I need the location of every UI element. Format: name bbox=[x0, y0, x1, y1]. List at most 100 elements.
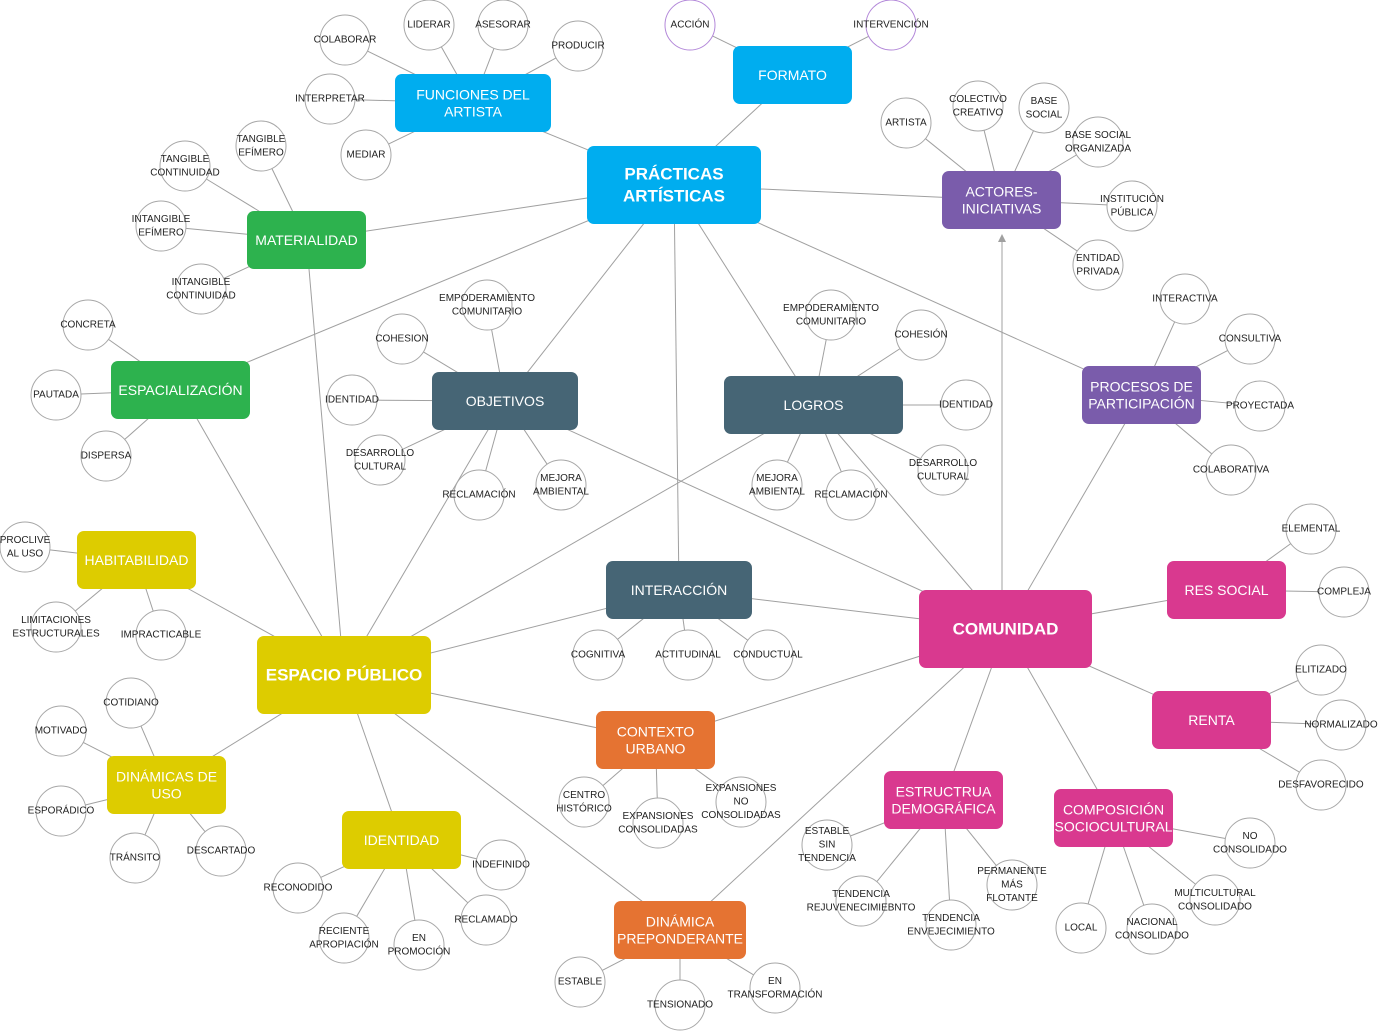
leaf-label: CONTINUIDAD bbox=[166, 290, 235, 301]
leaf-circle bbox=[632, 797, 684, 849]
leaf-label: EXPANSIONES bbox=[706, 783, 777, 794]
leaf-m-intangible-continuidad: INTANGIBLE CONTINUIDAD bbox=[166, 263, 236, 315]
node-label: ESTRUCTRUA bbox=[896, 784, 992, 800]
leaf-label: COLABORAR bbox=[314, 35, 377, 46]
node-actores: ACTORES-INICIATIVAS bbox=[942, 171, 1061, 229]
leaf-id-indefinido: INDEFINIDO bbox=[472, 839, 530, 891]
leaf-circle bbox=[30, 601, 82, 653]
leaf-label: ELEMENTAL bbox=[1282, 524, 1341, 535]
node-label: COMPOSICIÓN bbox=[1063, 802, 1164, 818]
leaf-circle bbox=[318, 912, 370, 964]
leaf-label: LOCAL bbox=[1065, 923, 1098, 934]
leaf-label: TENDENCIA bbox=[798, 853, 856, 864]
node-box bbox=[884, 771, 1003, 829]
leaf-label: REJUVENECIMIEBNTO bbox=[807, 902, 916, 913]
leaf-f-mediar: MEDIAR bbox=[340, 129, 392, 181]
leaf-circle bbox=[35, 785, 87, 837]
leaf-label: ESPORÁDICO bbox=[28, 804, 95, 817]
leaf-label: DESARROLLO bbox=[346, 448, 415, 459]
leaf-o-identidad: IDENTIDAD bbox=[325, 374, 379, 426]
leaf-label: AL USO bbox=[7, 548, 44, 559]
leaf-circle bbox=[835, 875, 887, 927]
leaf-i-actitudinal: ACTITUDINAL bbox=[655, 629, 721, 681]
leaf-circle bbox=[940, 379, 992, 431]
node-label: OBJETIVOS bbox=[466, 393, 545, 409]
node-box bbox=[432, 372, 578, 430]
leaf-circle bbox=[135, 609, 187, 661]
node-box bbox=[614, 901, 746, 959]
leaf-label: COLECTIVO bbox=[949, 94, 1007, 105]
leaf-label: CULTURAL bbox=[917, 471, 969, 482]
leaf-re-normalizado: NORMALIZADO bbox=[1304, 699, 1378, 751]
leaf-p-proyectada: PROYECTADA bbox=[1226, 380, 1294, 432]
leaf-circle bbox=[340, 129, 392, 181]
leaf-label: MÁS bbox=[1001, 878, 1023, 891]
node-label: IDENTIDAD bbox=[364, 832, 439, 848]
node-espacializacion: ESPACIALIZACIÓN bbox=[111, 361, 250, 419]
leaf-circle bbox=[354, 434, 406, 486]
node-label: USO bbox=[151, 786, 181, 802]
leaf-circle bbox=[1159, 273, 1211, 325]
leaf-f-producir: PRODUCIR bbox=[551, 20, 605, 72]
leaf-label: COTIDIANO bbox=[103, 698, 159, 709]
node-ressocial: RES SOCIAL bbox=[1167, 561, 1286, 619]
edge-comunidad-dinamica-pre bbox=[679, 628, 1006, 931]
leaf-f-colaborar: COLABORAR bbox=[314, 14, 377, 66]
node-espacio: ESPACIO PÚBLICO bbox=[257, 636, 431, 714]
leaf-label: LIDERAR bbox=[407, 20, 450, 31]
leaf-label: EMPODERAMIENTO bbox=[439, 293, 535, 304]
leaf-circle bbox=[1315, 699, 1367, 751]
leaf-label: RECLAMACIÓN bbox=[442, 488, 515, 501]
leaf-circle bbox=[1295, 759, 1347, 811]
leaf-circle bbox=[105, 677, 157, 729]
node-label: CONTEXTO bbox=[617, 724, 695, 740]
leaf-circle bbox=[1234, 380, 1286, 432]
leaf-circle bbox=[1285, 503, 1337, 555]
leaf-label: ACCIÓN bbox=[671, 18, 710, 31]
leaf-circle bbox=[1126, 903, 1178, 955]
leaf-label: ESTRUCTURALES bbox=[12, 628, 100, 639]
leaf-label: ARTISTA bbox=[885, 118, 927, 129]
leaf-f-interpretar: INTERPRETAR bbox=[295, 73, 365, 125]
leaf-circle bbox=[925, 899, 977, 951]
node-box bbox=[247, 211, 366, 269]
leaf-circle bbox=[1106, 180, 1158, 232]
edge-objetivos-comunidad bbox=[504, 400, 1006, 630]
leaf-circle bbox=[554, 956, 606, 1008]
node-label: ESPACIO PÚBLICO bbox=[266, 666, 422, 685]
leaf-label: RECLAMADO bbox=[454, 915, 518, 926]
leaf-re-desfavorecido: DESFAVORECIDO bbox=[1278, 759, 1364, 811]
leaf-cs-local: LOCAL bbox=[1055, 902, 1107, 954]
leaf-id-reclamado: RECLAMADO bbox=[454, 894, 518, 946]
leaf-label: IMPRACTICABLE bbox=[121, 630, 202, 641]
leaf-circle bbox=[62, 299, 114, 351]
leaf-label: TANGIBLE bbox=[237, 134, 286, 145]
leaf-label: TRANSFORMACIÓN bbox=[728, 987, 823, 1000]
node-formato: FORMATO bbox=[733, 46, 852, 104]
edge-objetivos-espacio bbox=[343, 400, 506, 676]
node-label: INICIATIVAS bbox=[962, 201, 1042, 217]
leaf-label: INTERACTIVA bbox=[1152, 294, 1218, 305]
leaf-label: COHESION bbox=[375, 334, 428, 345]
leaf-d-descartado: DESCARTADO bbox=[187, 825, 255, 877]
node-label: PROCESOS DE bbox=[1090, 379, 1193, 395]
leaf-label: INTANGIBLE bbox=[172, 277, 231, 288]
leaf-p-interactiva: INTERACTIVA bbox=[1152, 273, 1218, 325]
leaf-circle bbox=[654, 979, 706, 1031]
node-box bbox=[1152, 691, 1271, 749]
leaf-circle bbox=[865, 0, 917, 51]
